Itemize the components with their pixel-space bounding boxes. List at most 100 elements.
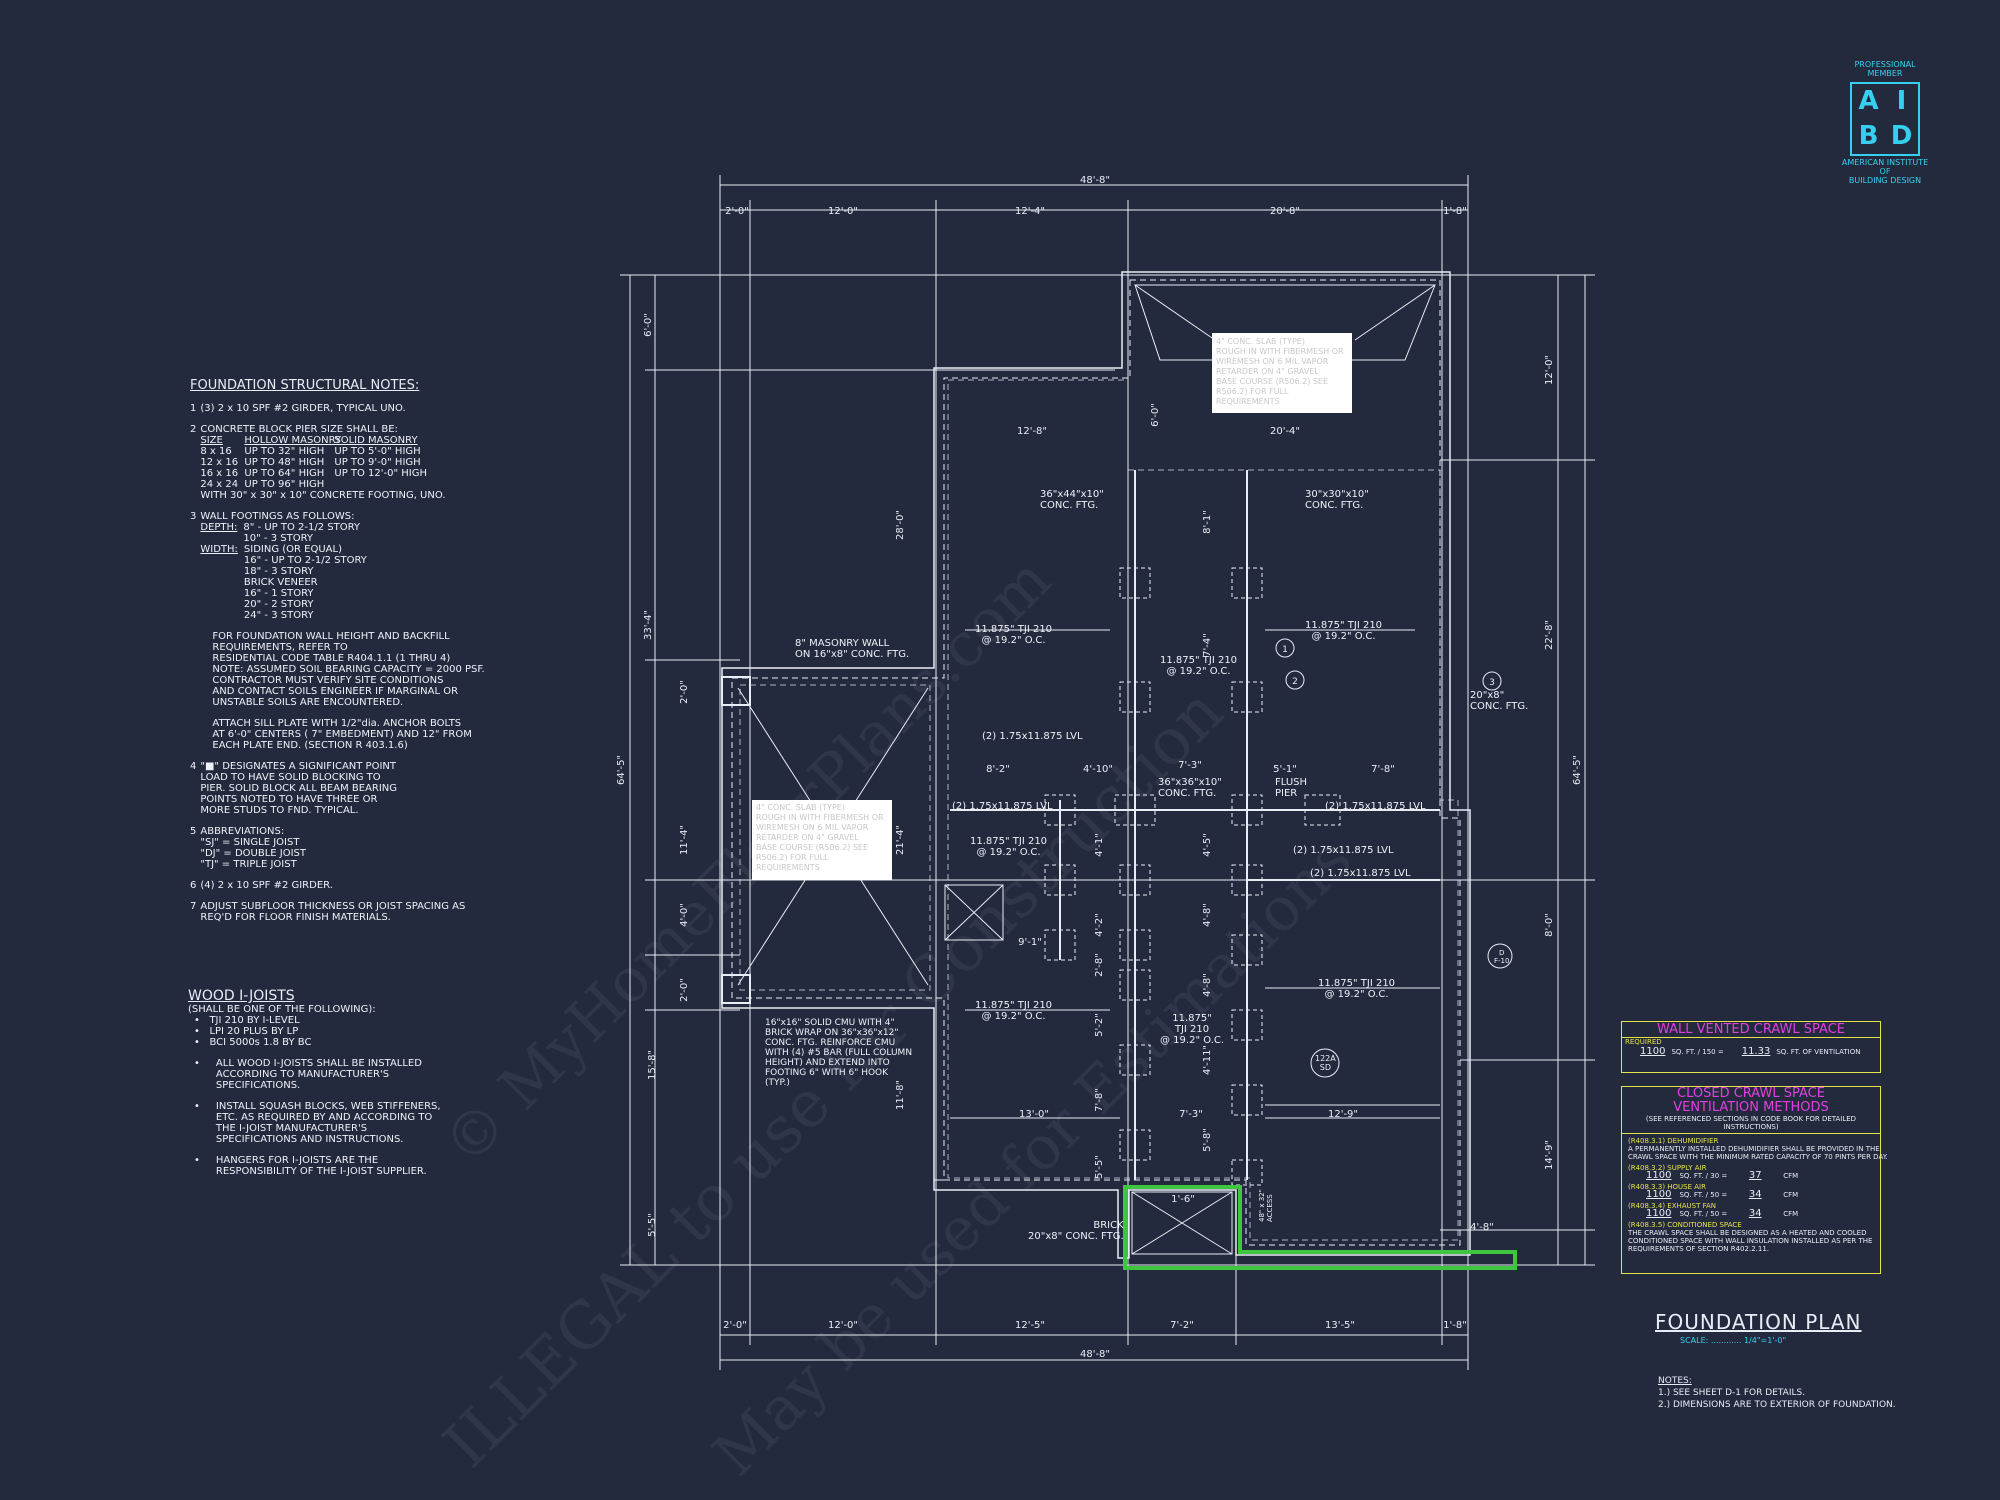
note-text: FOR FOUNDATION WALL HEIGHT AND BACKFILL … <box>212 631 485 708</box>
list-item-text: TJI 210 BY I-LEVEL <box>209 1015 300 1026</box>
logo-line: OF <box>1879 167 1891 176</box>
dim-inner: 4'-8" <box>1202 973 1213 997</box>
list-item-text: BCI 5000s 1.8 BY BC <box>209 1037 312 1048</box>
dim-inner: 5'-8" <box>1202 1128 1213 1152</box>
plan-notes-head: NOTES: <box>1658 1376 1692 1386</box>
section-text: A PERMANENTLY INSTALLED DEHUMIDIFIER SHA… <box>1628 1145 1888 1161</box>
logo-letter: D <box>1890 121 1913 151</box>
note-label: DEPTH: <box>200 522 238 533</box>
brick-label: BRICK 20"x8" CONC. FTG. <box>1028 1220 1124 1242</box>
note-label: WIDTH: <box>200 544 238 555</box>
list-item-text: HANGERS FOR I-JOISTS ARE THE RESPONSIBIL… <box>215 1155 427 1177</box>
list-item: • TJI 210 BY I-LEVEL <box>194 1015 300 1026</box>
table-cell: 16 x 16 <box>200 468 239 479</box>
table-cell: UP TO 48" HIGH <box>244 457 325 468</box>
calc-value: 1100 <box>1646 1170 1672 1181</box>
dim-bottom: 2'-0" <box>723 1320 747 1331</box>
wood-ijoists-notes: WOOD I-JOISTS (SHALL BE ONE OF THE FOLLO… <box>188 988 488 1177</box>
panel-title: CLOSED CRAWL SPACE VENTILATION METHODS <box>1673 1086 1829 1115</box>
closed-crawl-panel: CLOSED CRAWL SPACE VENTILATION METHODS (… <box>1621 1086 1888 1274</box>
dim-bottom: 12'-5" <box>1015 1320 1045 1331</box>
flush-pier-label: FLUSH PIER <box>1275 777 1308 799</box>
plan-note: 2.) DIMENSIONS ARE TO EXTERIOR OF FOUNDA… <box>1658 1400 1896 1410</box>
foundation-notes: FOUNDATION STRUCTURAL NOTES: 1(3) 2 x 10… <box>190 378 490 923</box>
beam-label: (2) 1.75x11.875 LVL <box>1293 845 1394 856</box>
wall-vented-crawl-panel: WALL VENTED CRAWL SPACE REQUIRED 1100 SQ… <box>1621 1021 1881 1073</box>
dim-inner: 1'-6" <box>1171 1194 1195 1205</box>
calc-result: 34 <box>1748 1189 1762 1200</box>
dim-left: 33'-4" <box>643 610 654 640</box>
panel-subtitle: (SEE REFERENCED SECTIONS IN CODE BOOK FO… <box>1622 1115 1880 1134</box>
note-text: ABBREVIATIONS: "SJ" = SINGLE JOIST "DJ" … <box>200 826 307 870</box>
table-cell: UP TO 5'-0" HIGH <box>334 446 421 457</box>
scale-value: 1/4"=1'-0" <box>1743 1336 1787 1345</box>
beam-label: (2) 1.75x11.875 LVL <box>982 731 1083 742</box>
joists-title: WOOD I-JOISTS <box>188 988 295 1004</box>
dim-inner: 5'-5" <box>1094 1155 1105 1179</box>
calc-text: SQ. FT. / 30 = <box>1679 1172 1728 1180</box>
dim-left: 15'-8" <box>647 1050 658 1080</box>
note-text: WITH 30" x 30" x 10" CONCRETE FOOTING, U… <box>200 490 446 501</box>
calc-value: 1100 <box>1646 1208 1672 1219</box>
joist-label: 11.875" TJI 210 @ 19.2" O.C. <box>970 836 1048 858</box>
dim-left: 11'-4" <box>679 825 690 855</box>
note-number: 6 <box>190 880 197 891</box>
dim-top: 12'-0" <box>828 206 858 217</box>
dim-inner: 2'-8" <box>1094 953 1105 977</box>
note-text: CONCRETE BLOCK PIER SIZE SHALL BE: <box>200 424 398 435</box>
section-text: THE CRAWL SPACE SHALL BE DESIGNED AS A H… <box>1628 1229 1873 1253</box>
section-heading: (R408.3.5) CONDITIONED SPACE <box>1628 1221 1742 1229</box>
dim-inner: 4'-8" <box>1470 1222 1494 1233</box>
panel-text: SQ. FT. / 150 = <box>1671 1048 1724 1056</box>
footing-label: 36"x36"x10" CONC. FTG. <box>1158 777 1222 799</box>
note-number: 5 <box>190 826 197 837</box>
dim-inner: 7'-4" <box>1202 633 1213 657</box>
table-cell: UP TO 32" HIGH <box>244 446 325 457</box>
table-cell: 24 x 24 <box>200 479 239 490</box>
note-4: 4"■" DESIGNATES A SIGNIFICANT POINT LOAD… <box>190 761 490 816</box>
list-item-text: INSTALL SQUASH BLOCKS, WEB STIFFENERS, E… <box>215 1101 441 1145</box>
table-header: SIZE <box>200 435 223 446</box>
table-header: HOLLOW MASONRY <box>244 435 342 446</box>
dim-inner: 7'-3" <box>1178 760 1202 771</box>
dim-inner: 4'-5" <box>1202 833 1213 857</box>
table-cell: UP TO 9'-0" HIGH <box>334 457 421 468</box>
calc-result: 34 <box>1748 1208 1762 1219</box>
logo-top-text: PROFESSIONAL MEMBER <box>1854 60 1916 78</box>
panel-value: 1100 <box>1640 1046 1666 1057</box>
dim-left: 4'-0" <box>679 903 690 927</box>
panel-value: 11.33 <box>1741 1046 1771 1057</box>
calc-unit: CFM <box>1783 1172 1799 1180</box>
note-text: (3) 2 x 10 SPF #2 GIRDER, TYPICAL UNO. <box>200 403 406 414</box>
note-6: 6(4) 2 x 10 SPF #2 GIRDER. <box>190 880 490 891</box>
dim-inner: 6'-0" <box>1150 403 1161 427</box>
logo-bottom-text: AMERICAN INSTITUTE OF BUILDING DESIGN <box>1830 158 1940 185</box>
beam-label: (2) 1.75x11.875 LVL <box>952 801 1053 812</box>
detail-bubble: 2 <box>1292 677 1298 687</box>
calc-unit: CFM <box>1783 1191 1799 1199</box>
dim-bottom: 7'-2" <box>1170 1320 1194 1331</box>
dim-inner: 8'-1" <box>1202 510 1213 534</box>
slab-label: 4" CONC. SLAB (TYPE) ROUGH IN WITH FIBER… <box>1216 337 1344 406</box>
table-cell: 8 x 16 <box>200 446 232 457</box>
section-tag: 122A SD <box>1315 1054 1336 1072</box>
aibd-logo: PROFESSIONAL MEMBER A I B D AMERICAN INS… <box>1830 60 1940 185</box>
joist-label: 11.875" TJI 210 @ 19.2" O.C. <box>975 624 1053 646</box>
scale-label: SCALE: <box>1680 1336 1709 1345</box>
beam-label: (2) 1.75x11.875 LVL <box>1310 868 1411 879</box>
dim-inner: 12'-9" <box>1328 1109 1358 1120</box>
dim-top: 12'-4" <box>1015 206 1045 217</box>
note-text: (4) 2 x 10 SPF #2 GIRDER. <box>200 880 333 891</box>
table-cell: UP TO 12'-0" HIGH <box>334 468 428 479</box>
dim-right: 12'-0" <box>1544 355 1555 385</box>
dim-inner: 5'-2" <box>1094 1013 1105 1037</box>
section-tag: D F-10 <box>1494 949 1510 965</box>
scale-line: SCALE: ............ 1/4"=1'-0" <box>1680 1336 1787 1345</box>
note-text: 8" - UP TO 2-1/2 STORY 10" - 3 STORY <box>243 522 361 544</box>
note-number: 2 <box>190 424 197 435</box>
footing-label: 30"x30"x10" CONC. FTG. <box>1305 489 1369 511</box>
dim-right: 8'-0" <box>1544 913 1555 937</box>
dim-inner: 11'-8" <box>895 1080 906 1110</box>
dim-inner: 8'-2" <box>986 764 1010 775</box>
